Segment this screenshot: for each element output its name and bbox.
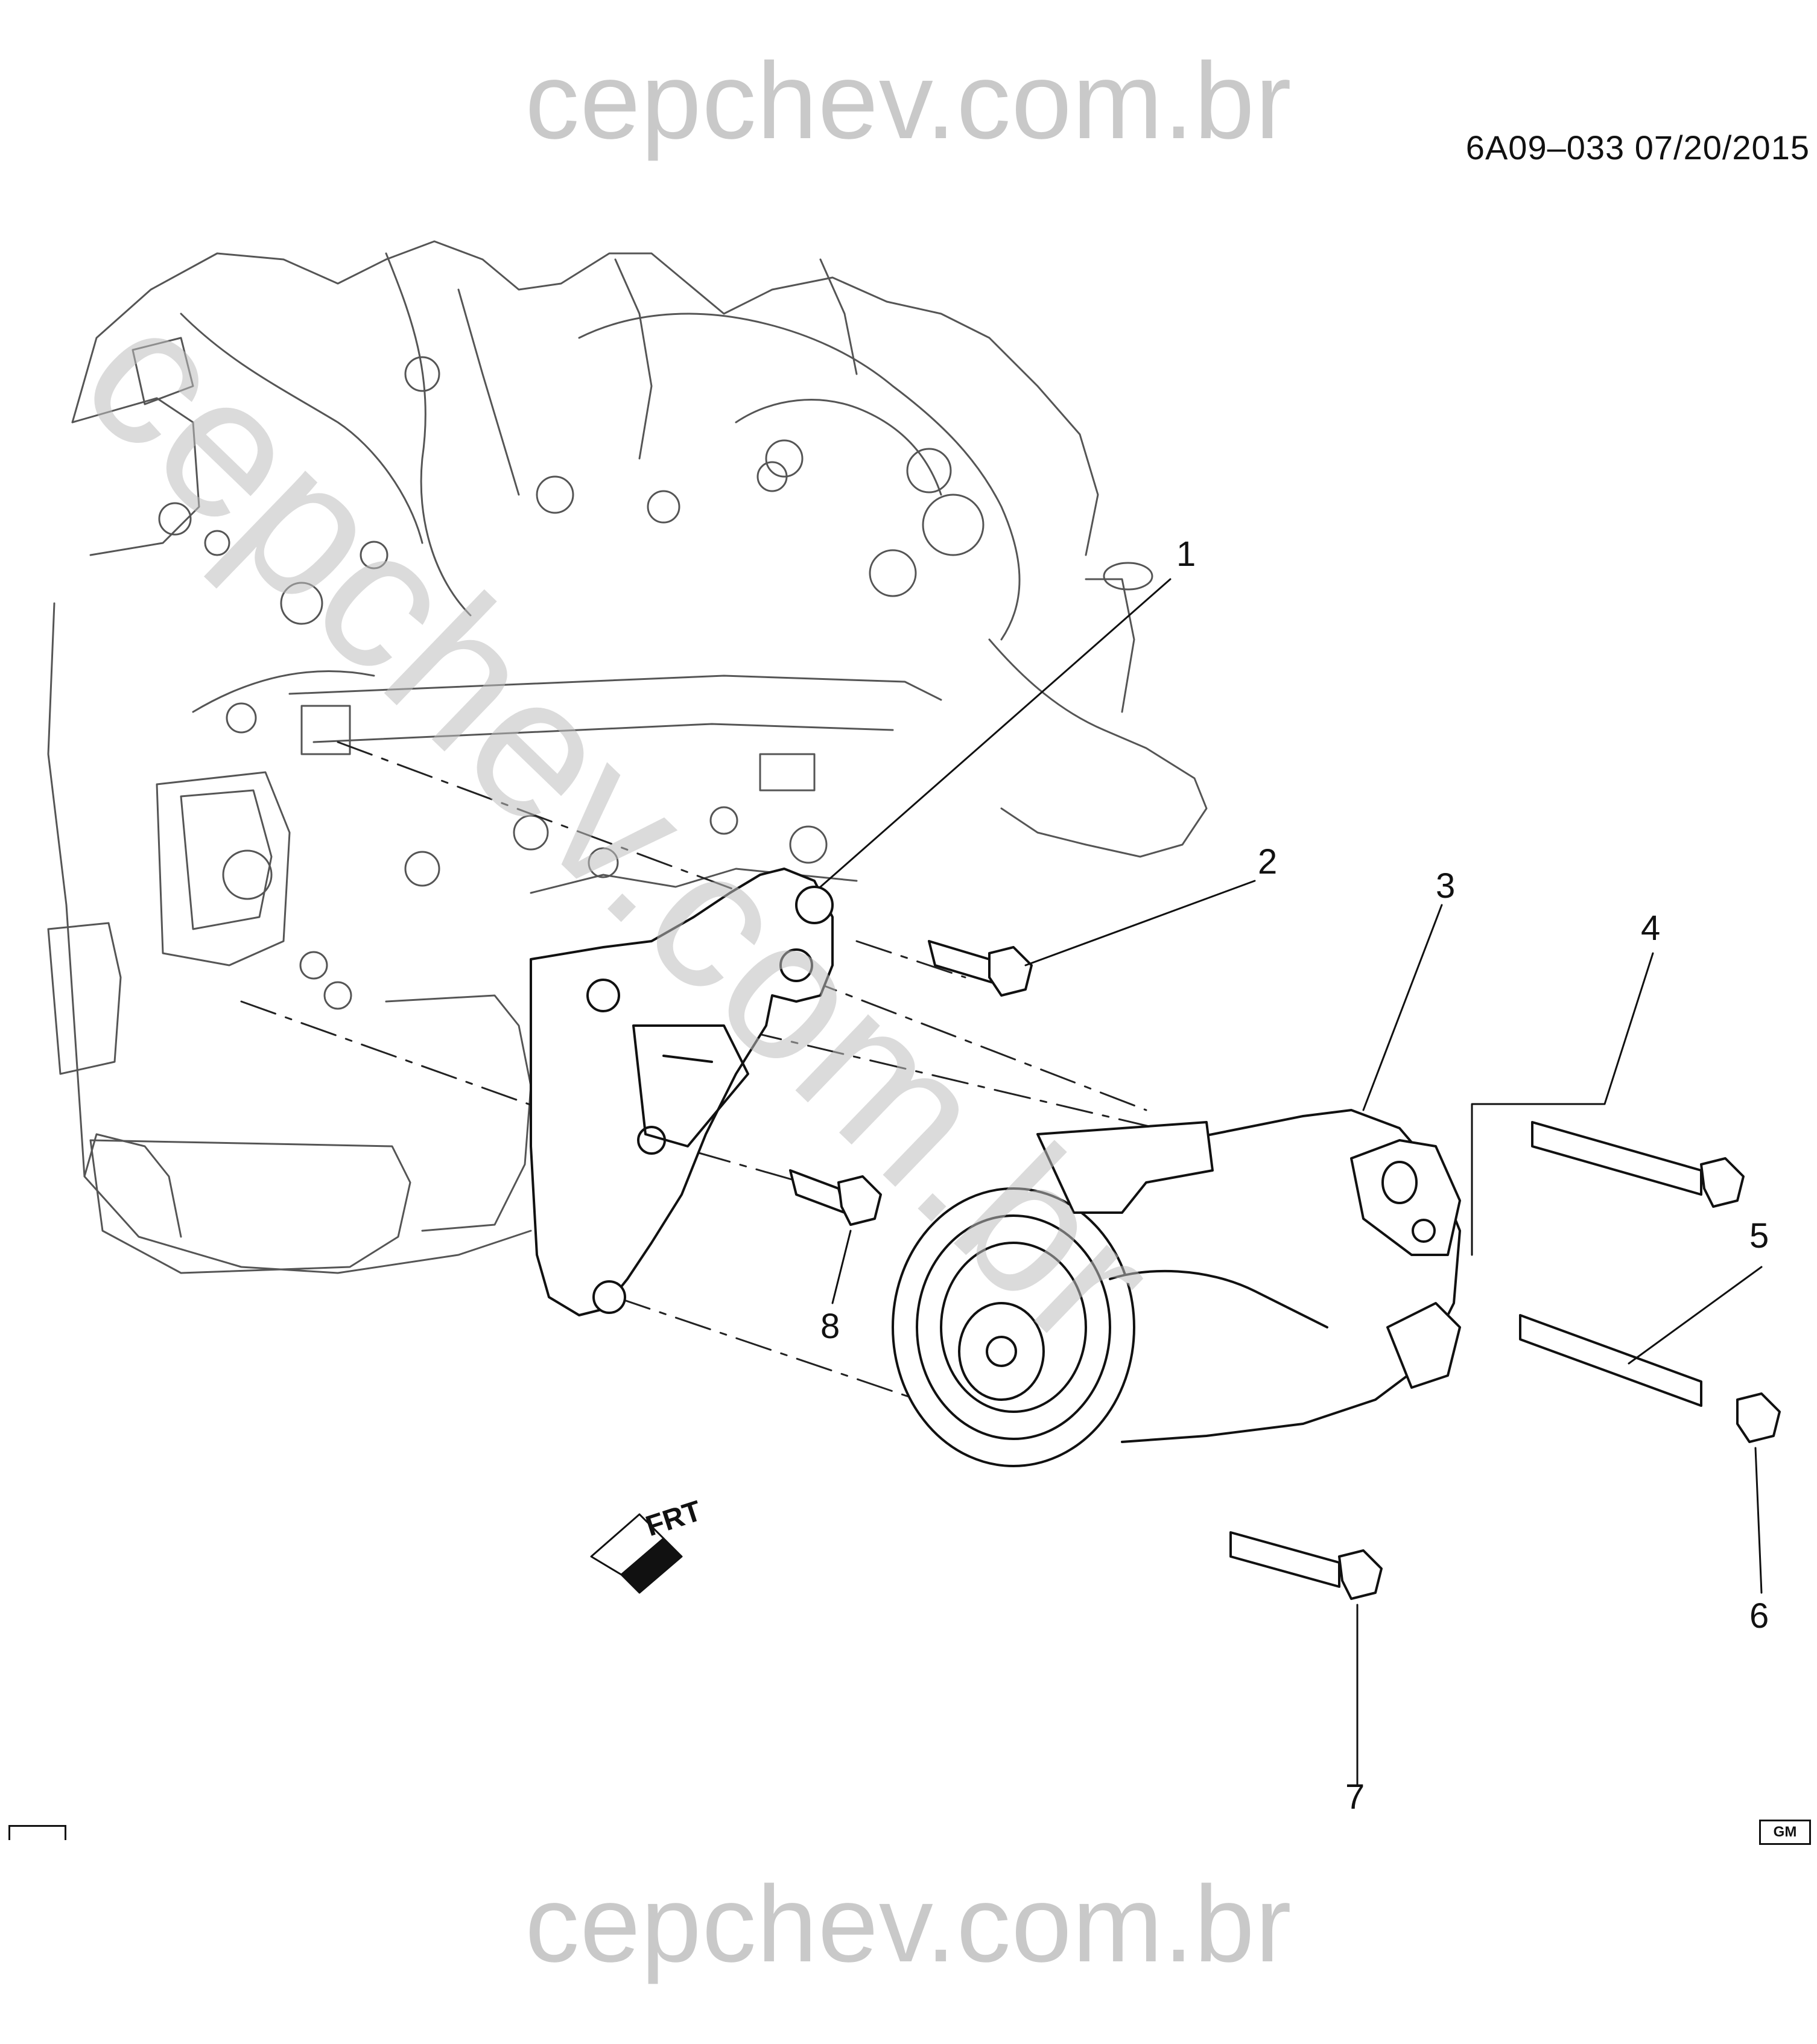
stud-part-5 (1519, 1314, 1702, 1407)
bolt-part-4 (1531, 1121, 1745, 1208)
bolt-part-8 (789, 1169, 882, 1226)
engine-block (47, 240, 1208, 1274)
nut-part-6 (1736, 1392, 1781, 1443)
callout-3: 3 (1436, 866, 1456, 906)
callout-2: 2 (1258, 842, 1278, 881)
bolt-part-2 (928, 940, 1033, 997)
watermark-top: cepchev.com.br (525, 40, 1292, 162)
watermark-bottom: cepchev.com.br (525, 1864, 1292, 1985)
ac-compressor (892, 1109, 1461, 1467)
callout-6: 6 (1749, 1596, 1769, 1636)
leader-lines (819, 578, 1763, 1787)
callout-1: 1 (1176, 535, 1196, 574)
compressor-bracket (530, 868, 834, 1316)
corner-mark-left (8, 1825, 66, 1840)
callout-8: 8 (820, 1307, 840, 1346)
callout-7: 7 (1345, 1777, 1365, 1817)
bolt-part-7 (1229, 1531, 1383, 1600)
callout-5: 5 (1749, 1216, 1769, 1255)
callout-4: 4 (1641, 909, 1661, 948)
diagram-id: 6A09–033 07/20/2015 (1465, 129, 1810, 167)
front-direction-arrow (590, 1513, 683, 1594)
gm-corner-mark: GM (1759, 1820, 1811, 1845)
